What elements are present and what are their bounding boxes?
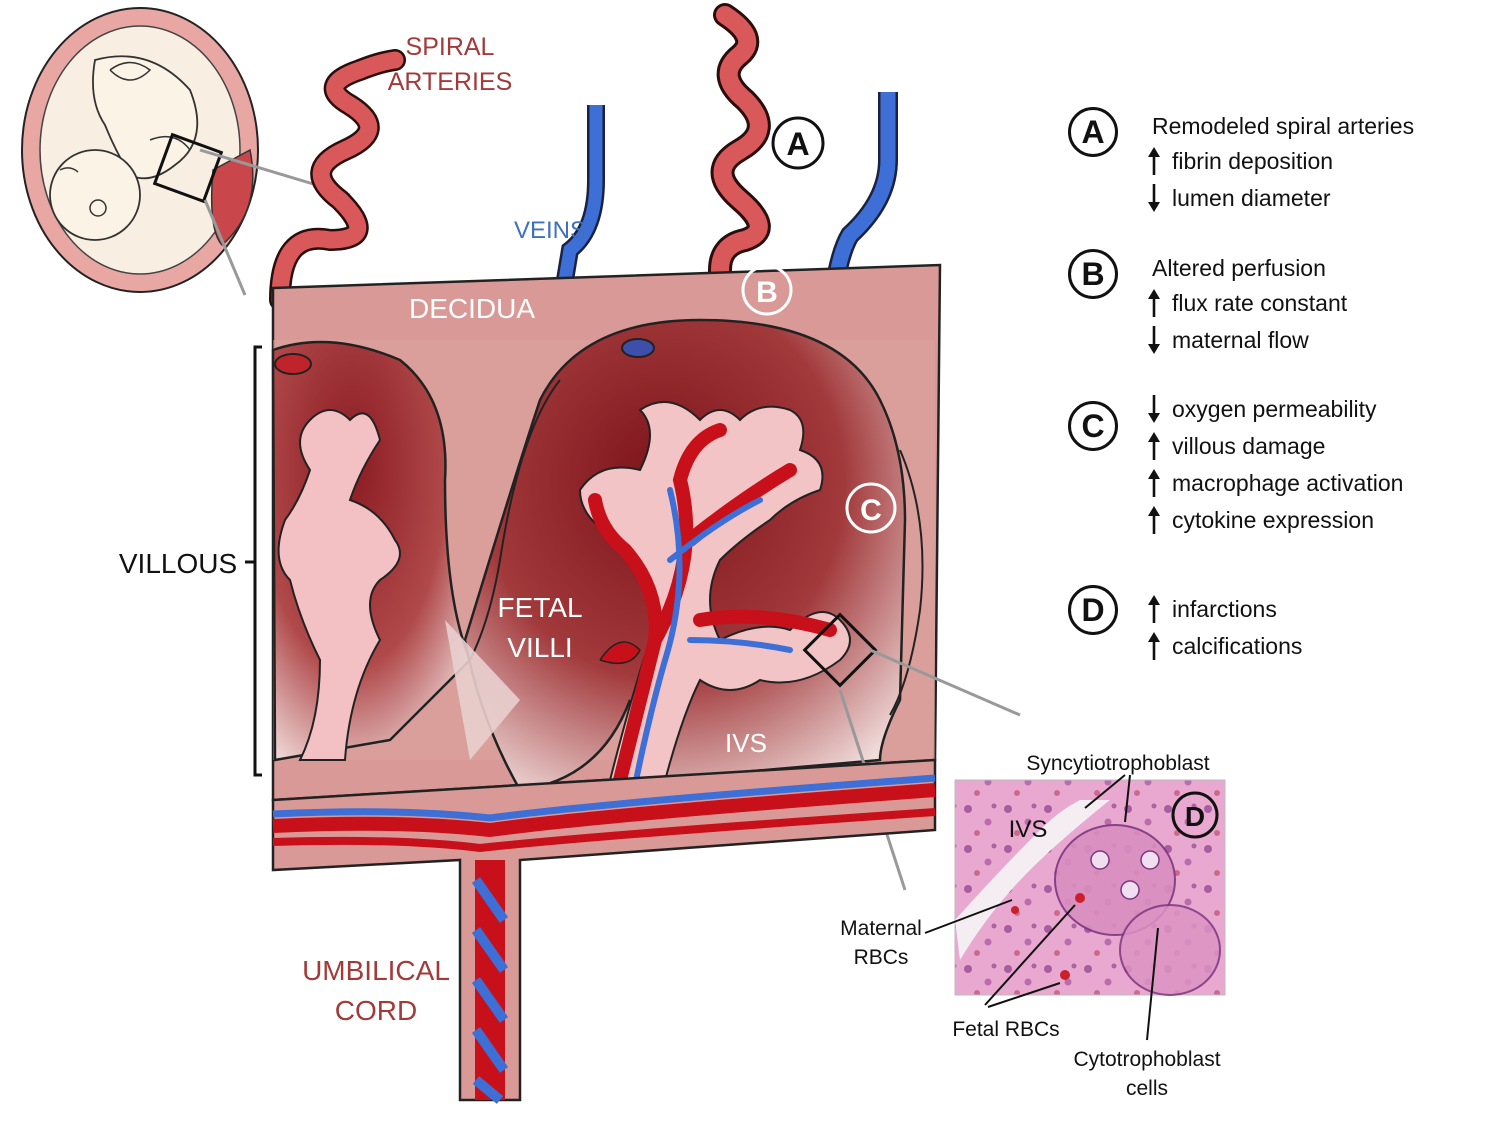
histology-ivs-label: IVS [1009, 816, 1048, 843]
histology-inset [954, 779, 1226, 996]
legend-marker-b: B [1068, 249, 1118, 299]
main-cotyledon [445, 318, 1021, 891]
fetal-rbcs-label: Fetal RBCs [952, 1018, 1059, 1041]
legend-item-text: cytokine expression [1172, 507, 1374, 533]
left-cotyledon [271, 340, 472, 762]
legend-title: Remodeled spiral arteries [1152, 113, 1415, 139]
umbilical-cord-label-line1: UMBILICAL [302, 955, 450, 986]
arrow-up-icon [1148, 506, 1160, 534]
arrow-down-icon [1148, 184, 1160, 212]
marker-d-letter: D [1185, 801, 1205, 832]
marker-a-letter: A [786, 126, 809, 162]
legend-item-text: fibrin deposition [1172, 148, 1334, 174]
arrow-up-icon [1148, 632, 1160, 660]
spiral-arteries-label-line1: SPIRAL [406, 33, 495, 61]
fetal-villi-label-line2: VILLI [507, 632, 572, 663]
marker-b-letter: B [756, 276, 778, 309]
uterus-fetus-thumbnail [21, 7, 351, 296]
umbilical-cord-label-line2: CORD [335, 995, 417, 1026]
histology-leader-lines [924, 774, 1159, 1041]
marker-c-letter: C [860, 494, 882, 527]
legend-item-text: maternal flow [1172, 327, 1309, 353]
maternal-rbcs-label-line2: RBCs [854, 946, 909, 969]
marker-a: A [771, 116, 825, 170]
legend-marker-c: C [1068, 401, 1118, 451]
arrow-down-icon [1148, 395, 1160, 423]
legend-item-text: infarctions [1172, 596, 1277, 622]
arrow-down-icon [1148, 326, 1160, 354]
legend-marker-d: D [1068, 585, 1118, 635]
spiral-arteries-label-line2: ARTERIES [388, 68, 513, 96]
maternal-rbcs-label-line1: Maternal [840, 917, 922, 940]
arrow-up-icon [1148, 289, 1160, 317]
marker-c: C [845, 482, 897, 534]
legend-item-text: oxygen permeability [1172, 396, 1377, 422]
ivs-label: IVS [725, 728, 767, 758]
veins-label: VEINS [514, 217, 586, 244]
villous-tree [578, 401, 851, 807]
legend-item-text: flux rate constant [1172, 290, 1348, 316]
marker-d: D [1171, 791, 1219, 839]
arrow-up-icon [1148, 595, 1160, 623]
decidua-label: DECIDUA [409, 293, 535, 324]
legend-panel: A Remodeled spiral arteries fibrin deposit… [1060, 100, 1480, 700]
arrow-up-icon [1148, 469, 1160, 497]
legend-item-text: macrophage activation [1172, 470, 1404, 496]
legend-item-text: lumen diameter [1172, 185, 1331, 211]
legend-item-text: calcifications [1172, 633, 1303, 659]
marker-b: B [741, 264, 793, 316]
legend-title: Altered perfusion [1152, 255, 1326, 281]
syncytiotrophoblast-label: Syncytiotrophoblast [1026, 752, 1209, 775]
cytotrophoblast-label-line1: Cytotrophoblast [1073, 1048, 1220, 1071]
villous-label: VILLOUS [119, 548, 237, 579]
arrow-up-icon [1148, 432, 1160, 460]
arrow-up-icon [1148, 147, 1160, 175]
legend-item-text: villous damage [1172, 433, 1326, 459]
chorionic-plate [271, 758, 937, 1104]
fetal-villi-label-line1: FETAL [497, 592, 582, 623]
villous-bracket [245, 345, 262, 777]
legend-marker-a: A [1068, 107, 1118, 157]
cytotrophoblast-label-line2: cells [1126, 1077, 1168, 1100]
